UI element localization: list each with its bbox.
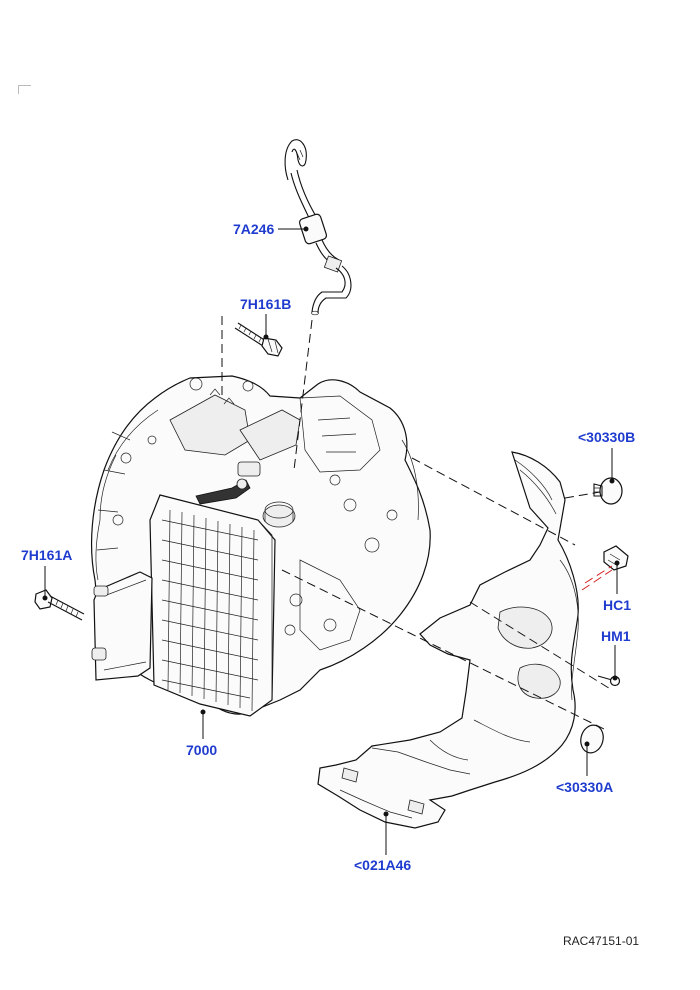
callout-hm1[interactable]: HM1 [601,628,631,644]
bolt-7h161b-part[interactable] [234,322,283,357]
splash-shield-part[interactable] [317,451,579,829]
clip-hc1-part[interactable] [603,545,629,571]
plug-30330b-part[interactable] [593,477,623,505]
leader-lines [42,226,620,855]
oil-pan-ribs [161,509,259,712]
dipstick-tube-part[interactable] [284,139,352,316]
callout-30330b[interactable]: <30330B [578,429,636,445]
callout-7h161b[interactable]: 7H161B [240,296,292,312]
assembly-guide-lines [221,316,613,731]
callout-7h161a[interactable]: 7H161A [21,547,73,563]
transmission-assembly-part[interactable] [90,375,431,717]
bolt-7h161a-part[interactable] [34,589,85,621]
callout-7a246[interactable]: 7A246 [233,221,275,237]
callout-hc1[interactable]: HC1 [603,597,632,613]
crop-mark [18,85,31,94]
diagram-reference-code: RAC47151-01 [563,934,640,948]
callout-30330a[interactable]: <30330A [556,779,614,795]
callout-021a46[interactable]: <021A46 [354,857,412,873]
callout-7000[interactable]: 7000 [186,742,218,758]
